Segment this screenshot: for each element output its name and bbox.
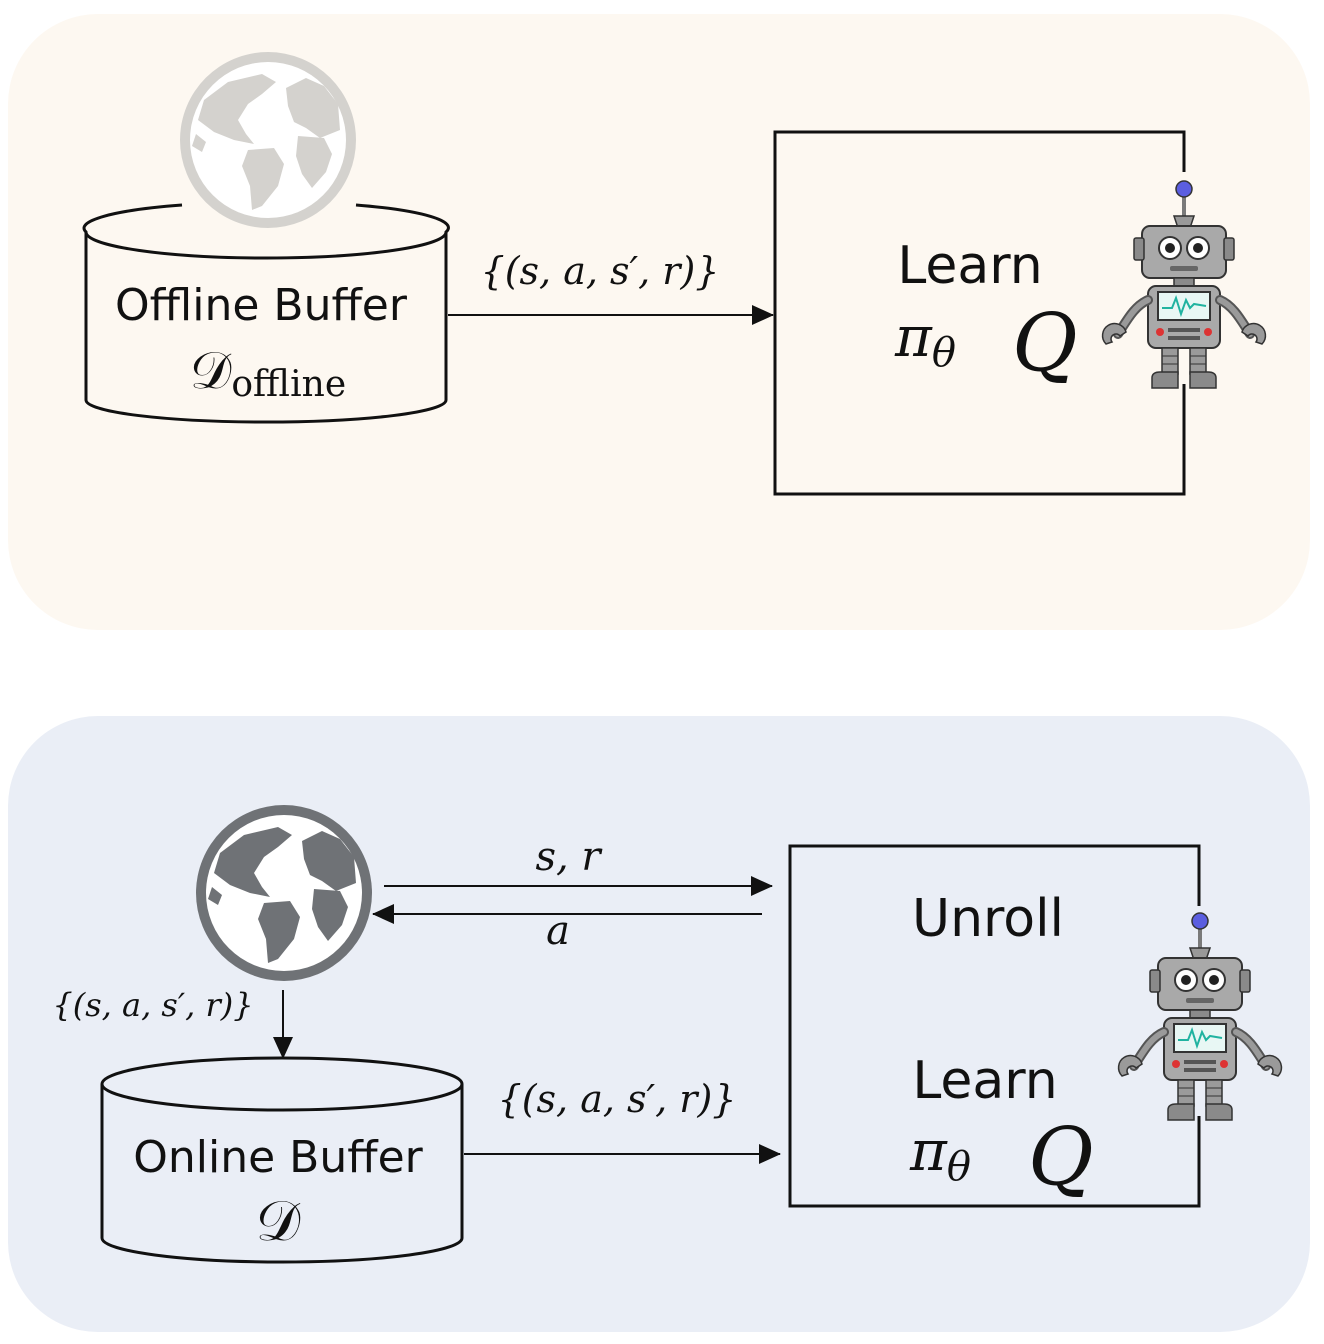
online-transition-label: {(s, a, s′, r)} <box>498 1077 737 1121</box>
offline-buffer-cylinder <box>82 203 450 424</box>
state-reward-label: s, r <box>535 834 603 880</box>
offline-buffer-symbol: 𝒟offline <box>190 341 346 405</box>
online-buffer-symbol: 𝒟 <box>256 1189 301 1254</box>
globe-icon <box>196 805 372 981</box>
offline-panel: Offline Buffer 𝒟offline {(s, a, s′, r)} … <box>8 14 1310 630</box>
online-buffer-cylinder <box>100 1056 464 1264</box>
offline-learn-label: Learn <box>897 236 1042 296</box>
online-agent-box <box>788 844 1201 1208</box>
unroll-label: Unroll <box>912 889 1064 949</box>
offline-transition-label: {(s, a, s′, r)} <box>481 249 720 293</box>
online-buffer-title: Online Buffer <box>133 1132 423 1183</box>
online-policy-symbol: πθ <box>909 1119 971 1190</box>
action-label: a <box>546 908 570 954</box>
offline-q-symbol: Q <box>1012 296 1078 389</box>
online-learn-label: Learn <box>912 1051 1057 1111</box>
globe-icon <box>180 52 356 228</box>
online-panel: s, r a {(s, a, s′, r)} Online Buffer 𝒟 {… <box>8 716 1310 1332</box>
offline-agent-box <box>773 130 1186 496</box>
online-q-symbol: Q <box>1028 1110 1094 1203</box>
env-to-buffer-label: {(s, a, s′, r)} <box>52 986 253 1024</box>
offline-policy-symbol: πθ <box>894 305 956 376</box>
offline-buffer-title: Offline Buffer <box>115 280 408 331</box>
